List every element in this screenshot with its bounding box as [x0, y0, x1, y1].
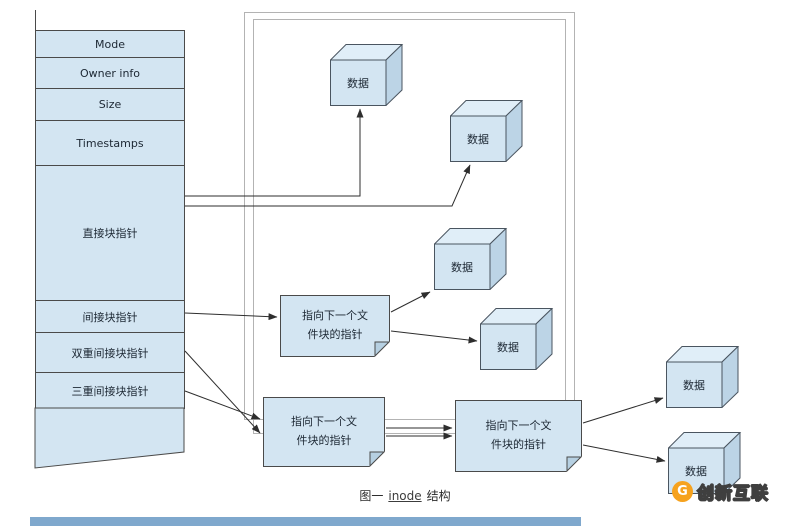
figure-caption: 图一 inode 结构	[305, 487, 505, 504]
inode-table: Mode Owner info Size Timestamps 直接块指针 间接…	[35, 30, 185, 475]
cube-shape	[330, 44, 404, 106]
row-label: Timestamps	[76, 136, 144, 150]
data-block-cube-3: 数据	[434, 228, 510, 290]
folded-corner-icon	[374, 341, 390, 357]
data-block-cube-5: 数据	[666, 346, 742, 408]
row-label: Size	[98, 98, 122, 111]
cube-shape	[434, 228, 508, 290]
brand-watermark: G 创新互联	[672, 479, 769, 505]
data-block-label: 数据	[685, 465, 707, 478]
table-row-size: Size	[35, 88, 185, 121]
outer-container-frame	[244, 12, 575, 420]
table-row-triple-indirect-pointer: 三重间接块指针	[35, 372, 185, 409]
data-block-label: 数据	[347, 77, 369, 90]
data-block-cube-6: 数据	[668, 432, 744, 494]
table-row-owner-info: Owner info	[35, 57, 185, 89]
cube-shape	[666, 346, 740, 408]
data-block-cube-2: 数据	[450, 100, 526, 162]
pointer-note-label: 指向下一个文件块的指针	[302, 309, 368, 341]
caption-suffix: 结构	[426, 489, 451, 503]
data-block-cube-4: 数据	[480, 308, 556, 370]
data-block-label: 数据	[497, 341, 519, 354]
bottom-blue-bar	[30, 517, 581, 526]
brand-icon: G	[672, 481, 693, 502]
brand-name: 创新互联	[696, 483, 769, 504]
pointer-note-1: 指向下一个文件块的指针	[280, 295, 390, 357]
folded-corner-icon	[369, 451, 385, 467]
row-label: 三重间接块指针	[71, 384, 149, 398]
data-block-label: 数据	[467, 133, 489, 146]
table-row-timestamps: Timestamps	[35, 120, 185, 166]
pointer-note-label: 指向下一个文件块的指针	[485, 419, 552, 451]
folded-corner-icon	[566, 456, 582, 472]
row-label: 双重间接块指针	[71, 346, 149, 360]
cube-shape	[668, 432, 742, 494]
caption-inode-link[interactable]: inode	[388, 489, 422, 503]
row-label: Mode	[95, 37, 125, 51]
data-block-cube-1: 数据	[330, 44, 406, 106]
cube-shape	[450, 100, 524, 162]
caption-prefix: 图一	[359, 489, 384, 503]
pointer-note-3: 指向下一个文件块的指针	[455, 400, 582, 472]
inner-container-frame	[253, 19, 566, 434]
table-row-indirect-pointer: 间接块指针	[35, 300, 185, 333]
table-row-double-indirect-pointer: 双重间接块指针	[35, 332, 185, 373]
table-row-mode: Mode	[35, 30, 185, 58]
table-row-direct-pointers: 直接块指针	[35, 165, 185, 301]
row-label: Owner info	[79, 66, 141, 80]
cube-shape	[480, 308, 554, 370]
row-label: 直接块指针	[82, 227, 138, 240]
data-block-label: 数据	[683, 379, 705, 392]
row-label: 间接块指针	[82, 310, 138, 324]
pointer-note-label: 指向下一个文件块的指针	[291, 415, 357, 447]
data-block-label: 数据	[451, 261, 473, 274]
pointer-note-2: 指向下一个文件块的指针	[263, 397, 385, 467]
